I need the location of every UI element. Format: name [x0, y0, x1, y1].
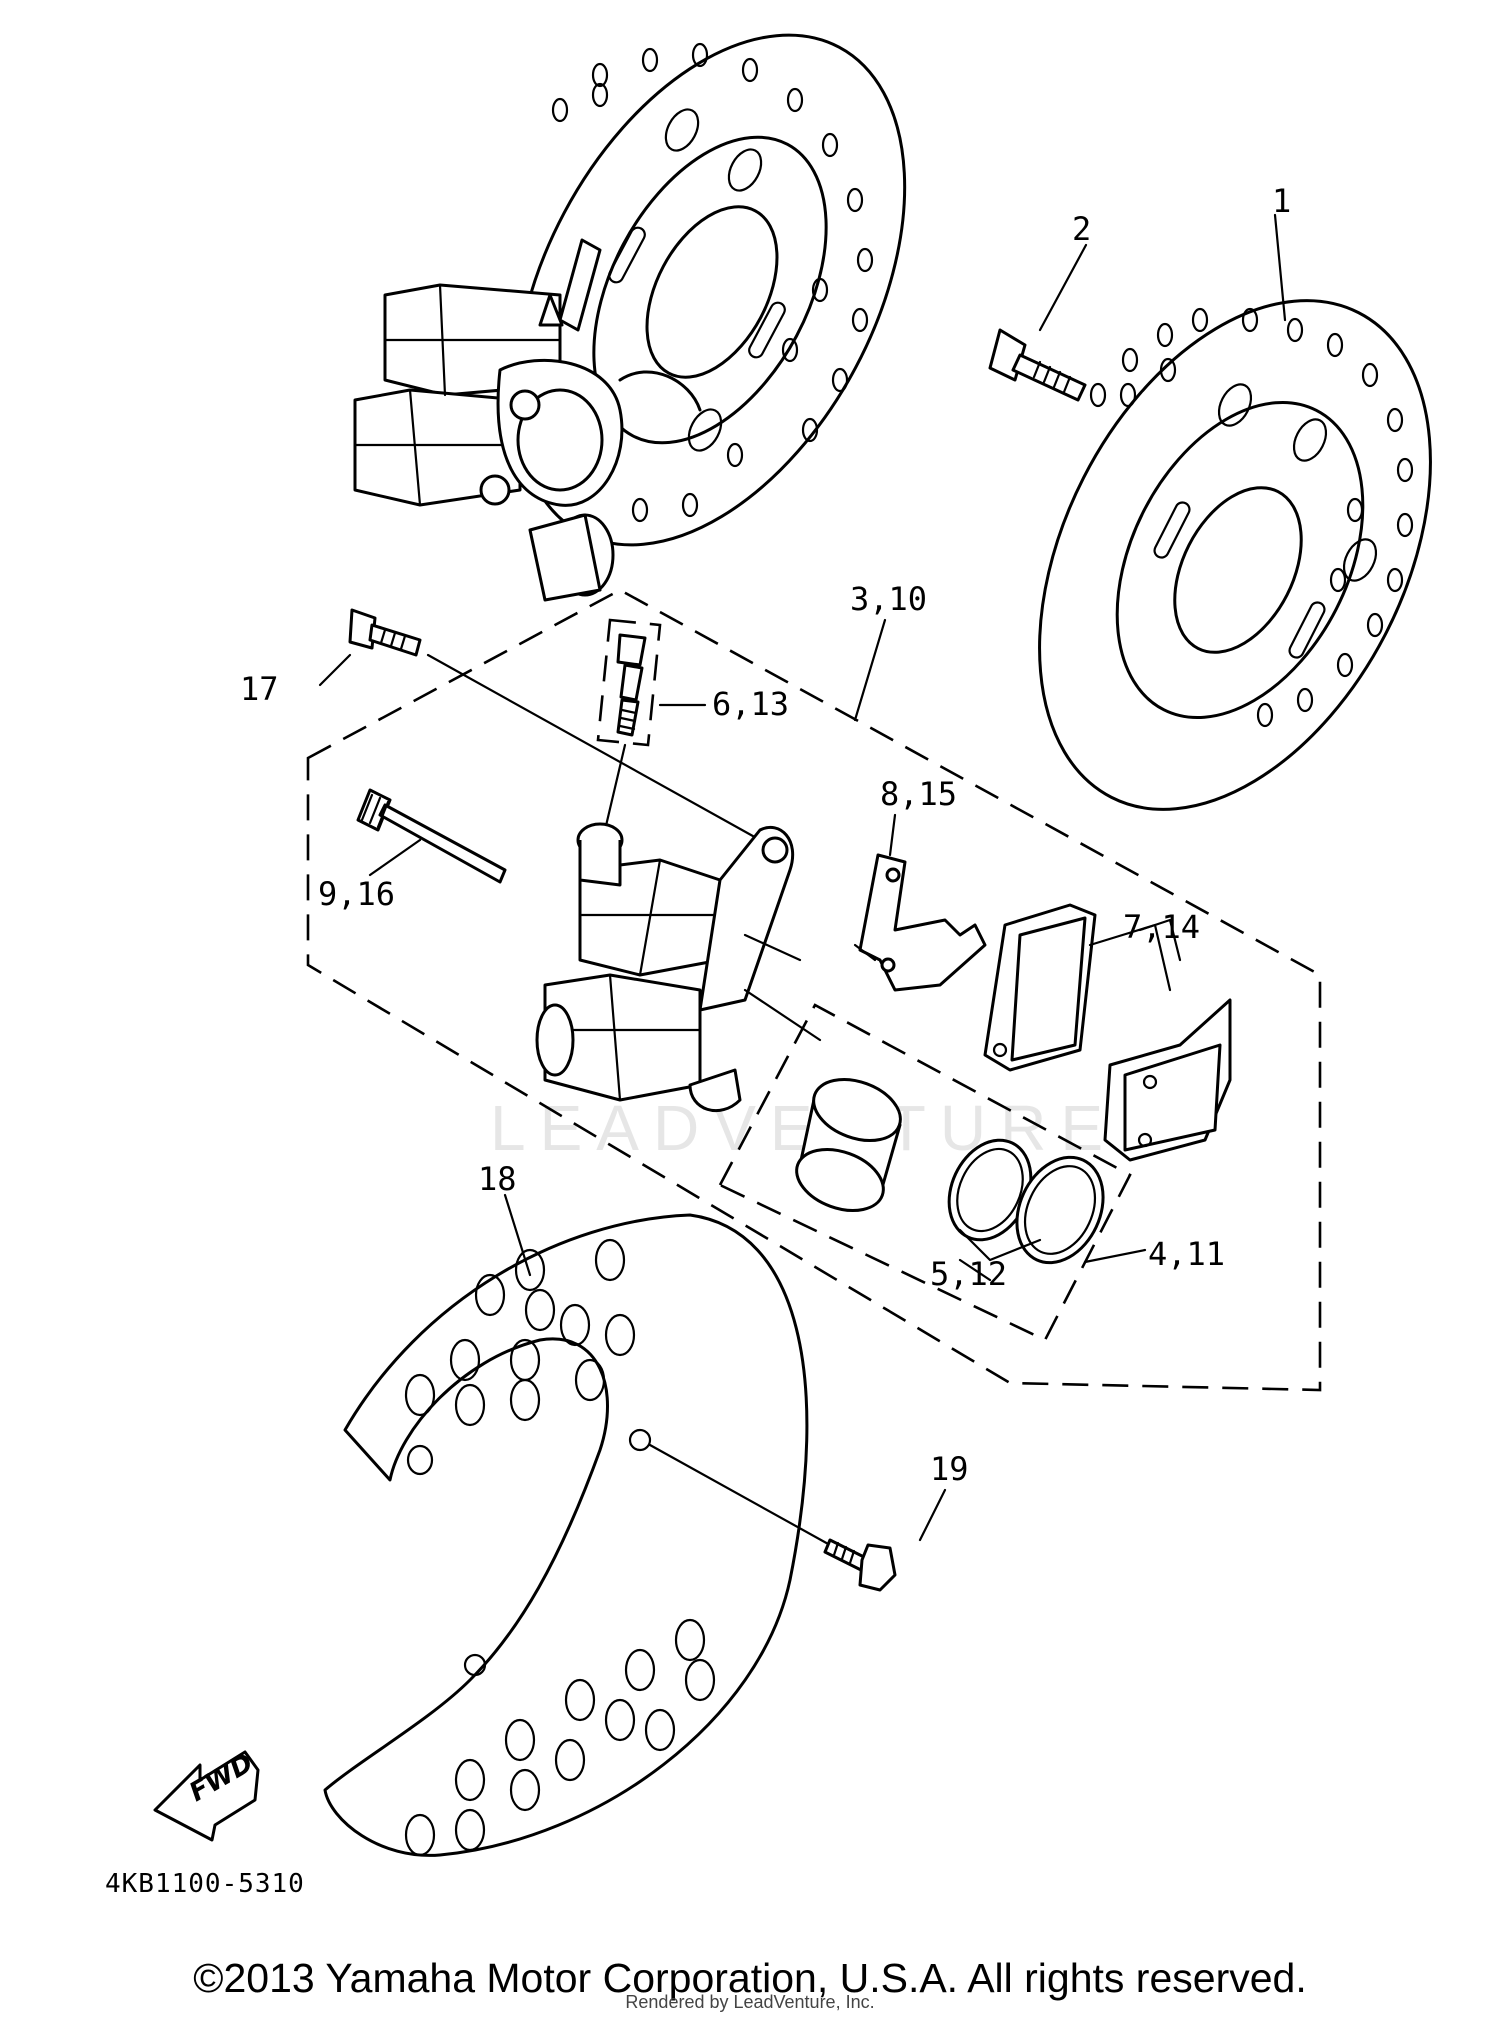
bracket-part-8-15: [853, 853, 987, 992]
pin-part-9-16: [356, 788, 507, 884]
callout-2: 2: [1072, 210, 1091, 248]
callout-5-12: 5,12: [930, 1255, 1007, 1293]
brake-pads-part-7-14: [983, 903, 1232, 1162]
assembled-caliper: [353, 238, 702, 602]
bleed-screw-box: [596, 618, 662, 747]
bolt-part-19: [823, 1538, 897, 1592]
callout-3-10: 3,10: [850, 580, 927, 618]
leader-lines: [318, 213, 1287, 1542]
seal-kit-boundary-4-11: [718, 1003, 1132, 1342]
bleed-screw-part-6-13: [603, 633, 647, 832]
kit-boundary-3-10: [306, 588, 1322, 1392]
brake-disc-part-1: [1038, 299, 1432, 811]
callout-8-15: 8,15: [880, 775, 957, 813]
callout-17: 17: [240, 670, 279, 708]
callout-4-11: 4,11: [1148, 1235, 1225, 1273]
callout-1: 1: [1272, 182, 1291, 220]
callout-19: 19: [930, 1450, 969, 1488]
seals-part-5-12: [947, 1138, 1105, 1265]
callout-9-16: 9,16: [318, 875, 395, 913]
fwd-arrow-icon: FWD: [153, 1748, 260, 1842]
callout-7-14: 7,14: [1123, 908, 1200, 946]
copyright-notice: ©2013 Yamaha Motor Corporation, U.S.A. A…: [193, 1955, 1307, 2001]
callout-18: 18: [478, 1160, 517, 1198]
callout-6-13: 6,13: [712, 685, 789, 723]
piston: [795, 1078, 902, 1212]
disc-guard-part-18: [323, 1213, 832, 1857]
bolt-part-17: [348, 608, 762, 842]
rendered-by-note: Rendered by LeadVenture, Inc.: [625, 1992, 875, 2012]
drawing-code: 4KB1100-5310: [105, 1869, 305, 1899]
caliper-body: [535, 822, 822, 1113]
bolt-part-2: [988, 328, 1087, 402]
